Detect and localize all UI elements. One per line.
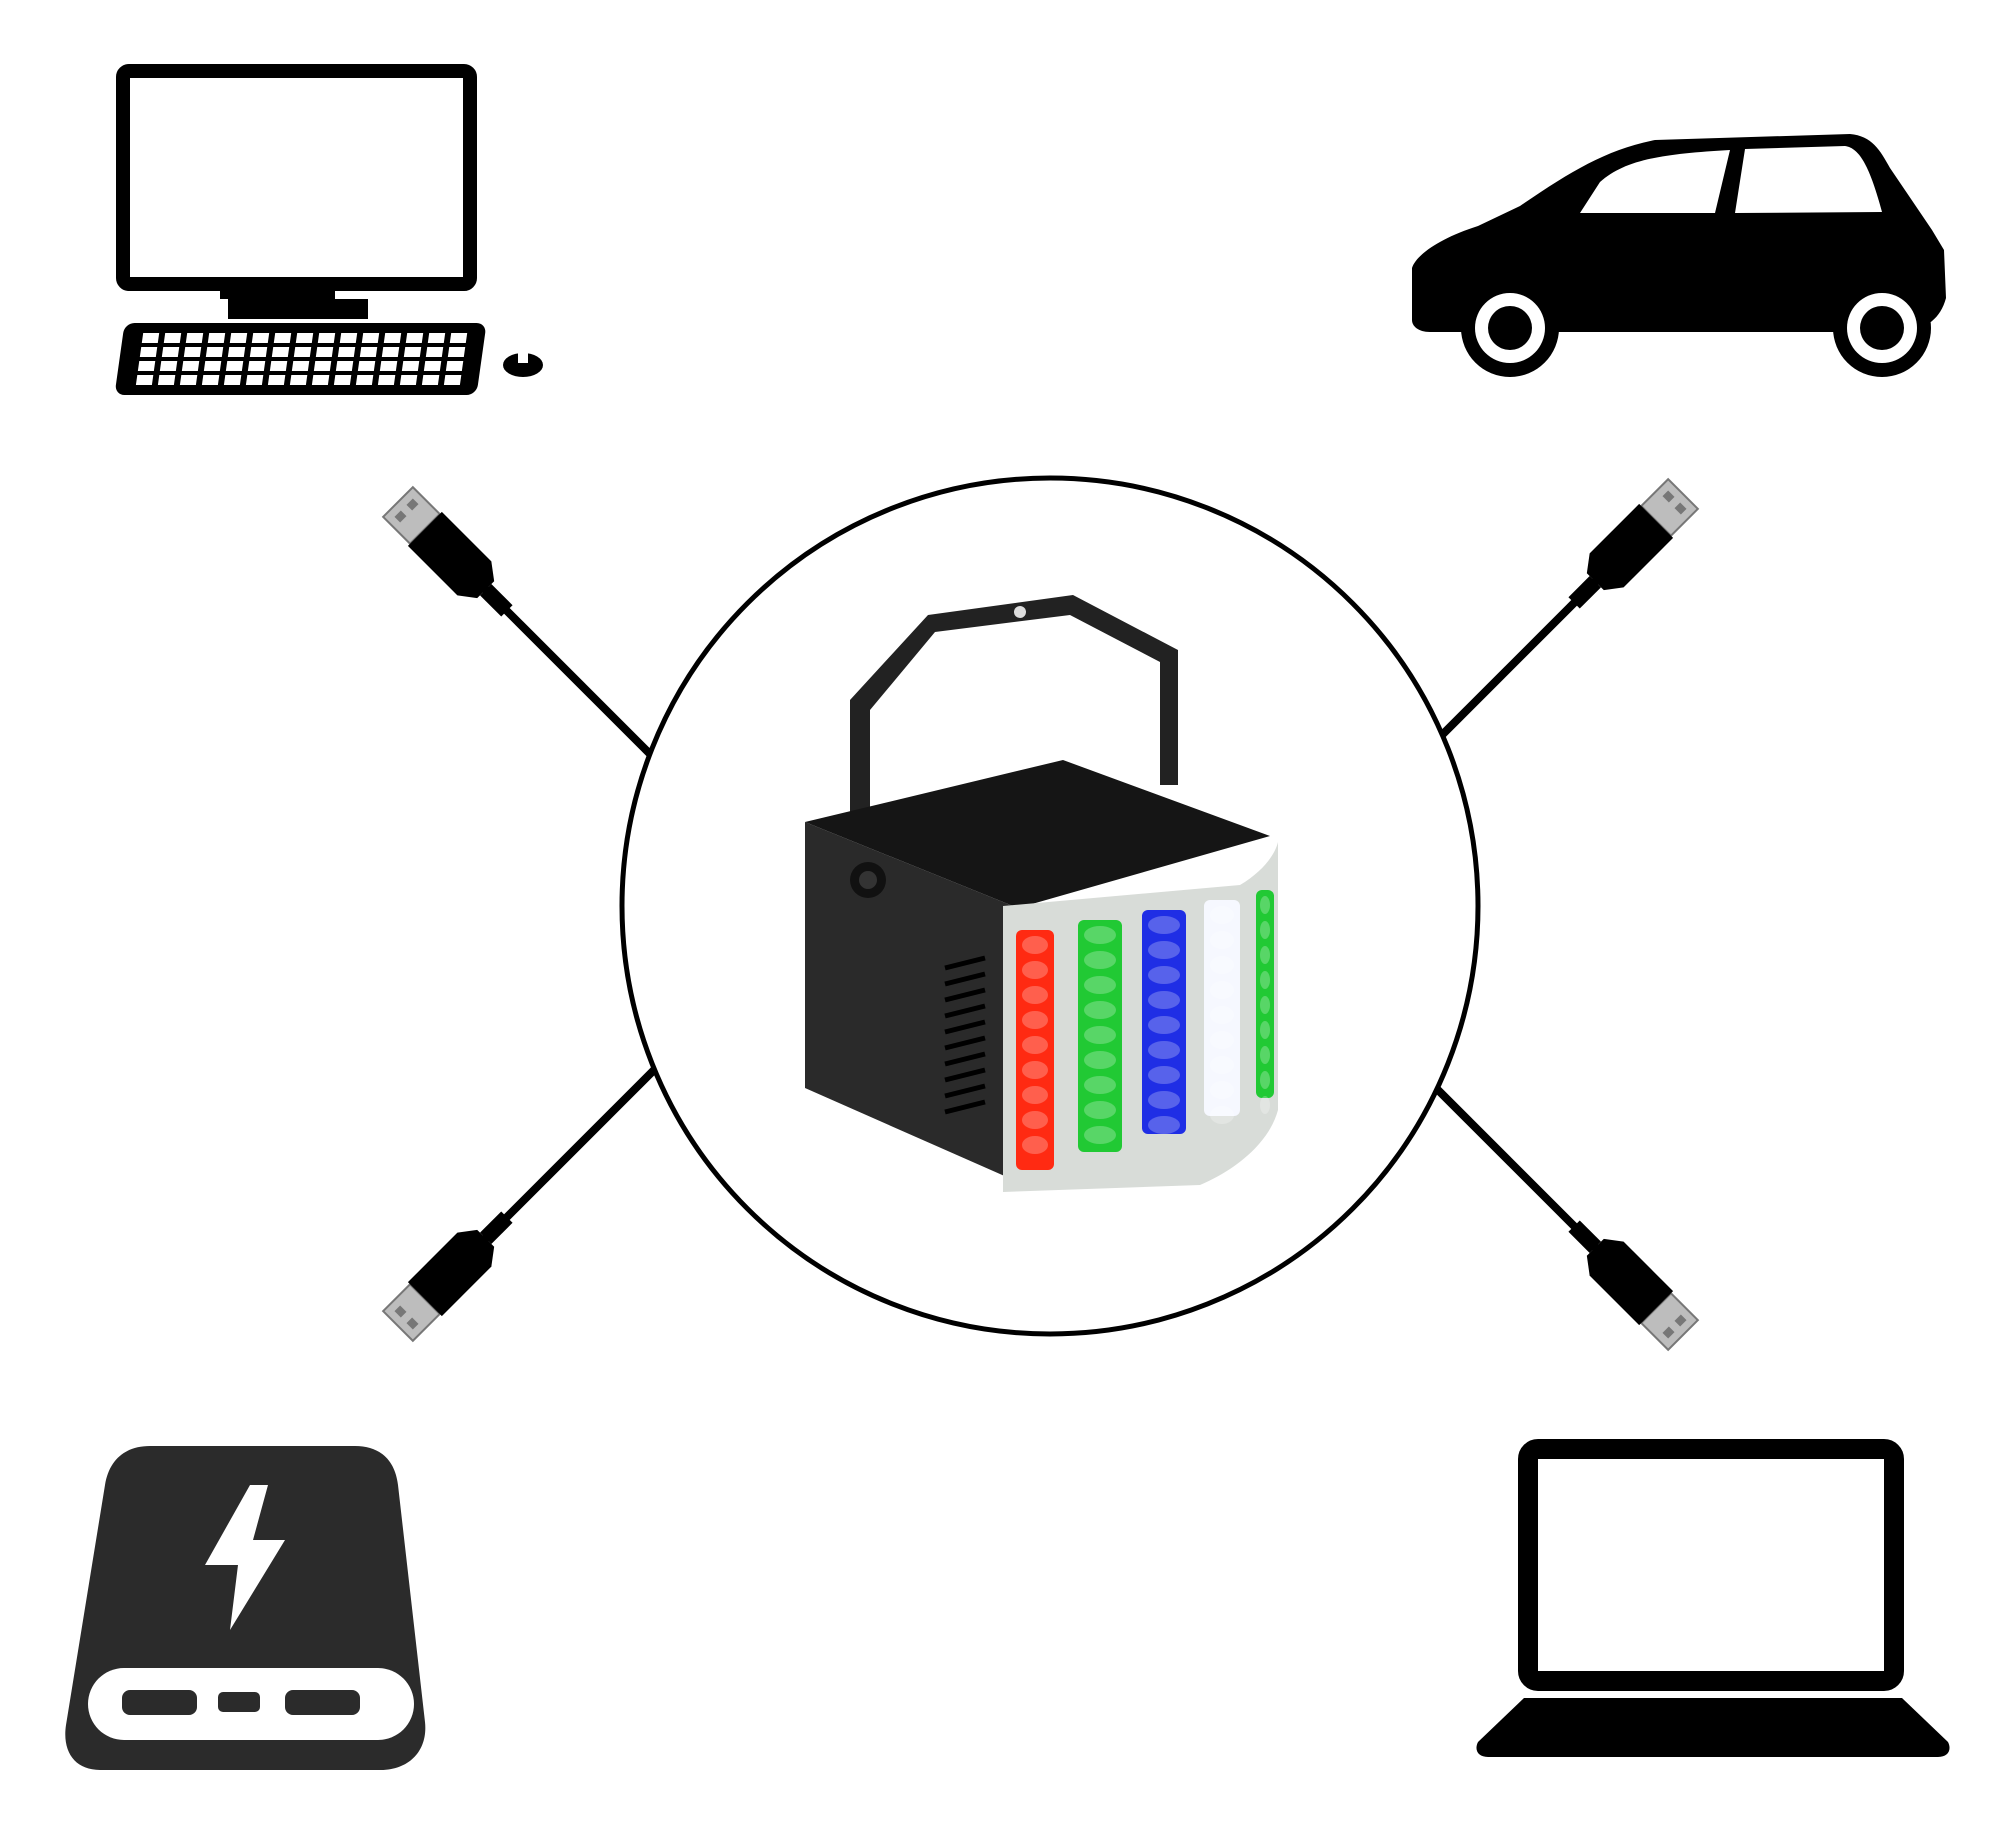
led-lens	[1022, 1086, 1048, 1104]
led-lens	[1148, 916, 1180, 934]
led-lens	[1022, 1036, 1048, 1054]
led-lens	[1260, 1071, 1270, 1089]
led-lens	[1022, 986, 1048, 1004]
led-bar	[1256, 890, 1274, 1098]
led-lens	[1260, 921, 1270, 939]
led-lens	[1260, 996, 1270, 1014]
mouse	[503, 353, 543, 377]
led-lens	[1022, 1111, 1048, 1129]
led-lens	[1260, 1021, 1270, 1039]
led-lens	[1022, 936, 1048, 954]
led-lens	[1210, 1056, 1234, 1074]
led-lens	[1022, 1011, 1048, 1029]
led-bar	[1016, 930, 1054, 1170]
led-lens	[1210, 956, 1234, 974]
led-lens	[1022, 1136, 1048, 1154]
led-lens	[1148, 1041, 1180, 1059]
led-lens	[1148, 966, 1180, 984]
led-lens	[1210, 931, 1234, 949]
led-lens	[1084, 1051, 1116, 1069]
led-bar	[1142, 910, 1186, 1134]
led-lens	[1260, 946, 1270, 964]
led-lens	[1084, 1101, 1116, 1119]
led-lens	[1148, 1066, 1180, 1084]
led-lens	[1148, 1091, 1180, 1109]
led-lens	[1210, 1106, 1234, 1124]
led-lens	[1148, 991, 1180, 1009]
led-lens	[1084, 951, 1116, 969]
car-icon	[1412, 134, 1946, 377]
led-lens	[1148, 941, 1180, 959]
led-lens	[1022, 1061, 1048, 1079]
led-bar	[1204, 900, 1240, 1116]
led-lens	[1260, 1096, 1270, 1114]
led-lens	[1210, 1081, 1234, 1099]
led-lens	[1210, 1006, 1234, 1024]
usb-plug-icon	[1418, 1070, 1700, 1352]
led-bar	[1078, 920, 1122, 1152]
usb-plug-icon	[381, 1061, 663, 1343]
led-lens	[1260, 896, 1270, 914]
led-lens	[1084, 976, 1116, 994]
led-lens	[1210, 906, 1234, 924]
desktop-computer-icon	[115, 64, 543, 395]
led-lens	[1260, 1046, 1270, 1064]
lightning-bolt-icon	[205, 1485, 285, 1630]
laptop-icon	[1476, 1439, 1950, 1757]
power-bank-icon	[65, 1446, 426, 1770]
led-lens	[1084, 926, 1116, 944]
led-lens	[1084, 1026, 1116, 1044]
led-lens	[1022, 961, 1048, 979]
led-lens	[1148, 1016, 1180, 1034]
usb-plug-icon	[1418, 477, 1700, 759]
led-lens	[1260, 971, 1270, 989]
led-lens	[1084, 1076, 1116, 1094]
led-derby-light-icon	[805, 595, 1278, 1192]
led-lens	[1210, 981, 1234, 999]
led-lens	[1210, 1031, 1234, 1049]
led-lens	[1084, 1001, 1116, 1019]
led-lens	[1148, 1116, 1180, 1134]
usb-plug-icon	[381, 485, 663, 767]
led-lens	[1084, 1126, 1116, 1144]
